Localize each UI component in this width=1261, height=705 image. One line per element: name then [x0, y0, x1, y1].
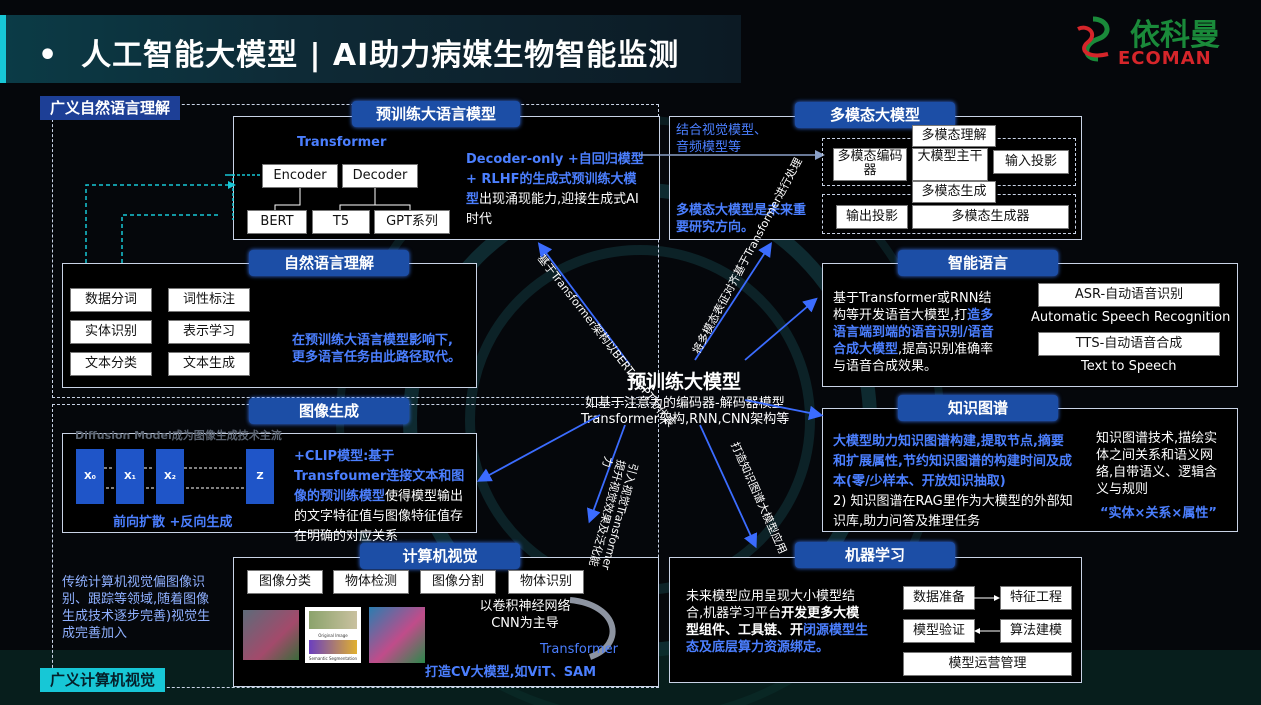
cv-item: 物体识别	[508, 570, 584, 594]
diffusion-label: Diffusion Model成为图像生成技术主流	[75, 429, 282, 442]
segmentation-thumbnail	[243, 610, 299, 660]
ml-desc: 未来模型应用呈现大小模型结合,机器学习平台开发更多大模型组件、工具链、开闭源模型…	[686, 589, 869, 655]
header-bar	[0, 15, 741, 83]
ecoman-logo-icon	[1077, 16, 1110, 62]
cv-item: 物体检测	[333, 570, 409, 594]
cv-transformer-label: Transformer	[540, 642, 619, 657]
cv-left-note: 传统计算机视觉偏图像识别、跟踪等领域,随着图像生成技术逐步完善)视觉生成完善加入	[62, 575, 211, 641]
nlu-to-pretrain-arrow	[85, 181, 236, 263]
nlu-title: 自然语言理解	[249, 250, 409, 276]
detection-thumbnail	[369, 607, 425, 663]
diffusion-node: Z	[246, 449, 274, 504]
encoder-box: Encoder	[262, 164, 338, 188]
mm-generator-box: 多模态生成器	[912, 205, 1069, 229]
cv-item: 图像分割	[420, 570, 496, 594]
t5-box: T5	[312, 210, 370, 234]
mm-encoder-box: 多模态编码器	[833, 148, 907, 181]
semantic-seg-thumbnail: Original Image Semantic Segmentation	[305, 607, 361, 663]
cv-curve-arrow	[569, 597, 616, 660]
cnn-note: 以卷积神经网络CNN为主导	[479, 599, 571, 631]
nlu-item: 表示学习	[168, 320, 250, 344]
diffusion-caption: 前向扩散 +反向生成	[113, 515, 233, 530]
multimodal-title: 多模态大模型	[795, 102, 955, 128]
kg-desc: 大模型助力知识图谱构建,提取节点,摘要和扩展属性,节约知识图谱的构建时间及成本(…	[833, 434, 1073, 529]
asr-box: ASR-自动语音识别	[1038, 283, 1220, 307]
logo-chinese: 依科曼	[1130, 18, 1220, 53]
gpt-box: GPT系列	[374, 210, 450, 234]
center-line2: Transformer架构,RNN,CNN架构等	[581, 412, 790, 427]
multimodal-input-arrow	[640, 150, 825, 160]
diffusion-node: X₀	[76, 449, 104, 504]
center-title: 预训练大模型	[627, 371, 742, 393]
kg-formula: “实体×关系×属性”	[1100, 506, 1217, 521]
speech-title: 智能语言	[898, 250, 1058, 276]
llm-backbone-box: 大模型主干	[912, 148, 988, 181]
cv-item: 图像分类	[247, 570, 323, 594]
multimodal-input-note: 结合视觉模型、音频模型等	[676, 123, 768, 155]
nlu-item: 词性标注	[168, 288, 250, 312]
tts-box: TTS-自动语音合成	[1038, 332, 1220, 356]
input-projection-box: 输入投影	[993, 150, 1069, 174]
nlu-item: 文本分类	[70, 352, 152, 376]
nlu-desc: 在预训练大语言模型影响下,更多语言任务由此路径取代。	[292, 333, 462, 365]
output-projection-box: 输出投影	[836, 205, 908, 229]
page-title: • 人工智能大模型 | AI助力病媒生物智能监测	[38, 38, 680, 73]
ml-step: 模型验证	[903, 619, 975, 643]
asr-english: Automatic Speech Recognition	[1031, 310, 1231, 325]
ml-step: 模型运营管理	[903, 652, 1072, 676]
multimodal-desc: 多模态大模型是未来重要研究方向。	[676, 203, 807, 235]
ml-flow-arrows	[974, 595, 1000, 634]
understand-label: 多模态理解	[912, 125, 996, 147]
gen-label: 多模态生成	[912, 181, 996, 203]
pretrain-title: 预训练大语言模型	[352, 101, 520, 127]
kg-panel	[822, 408, 1238, 532]
speech-desc: 基于Transformer或RNN结构等开发语音大模型,打造多语言端到端的语音识…	[833, 291, 994, 374]
kg-right-note: 知识图谱技术,描绘实体之间关系和语义网络,自带语义、逻辑含义与规则	[1096, 431, 1218, 497]
decoder-box: Decoder	[342, 164, 418, 188]
thumb-label: Original Image	[318, 633, 348, 638]
cv-title: 计算机视觉	[360, 543, 520, 569]
transformer-label: Transformer	[297, 135, 387, 150]
diffusion-node: X₁	[116, 449, 144, 504]
logo-english: ECOMAN	[1118, 48, 1212, 69]
nlp-region-tag: 广义自然语言理解	[40, 96, 181, 120]
ml-step: 算法建模	[1000, 619, 1072, 643]
imggen-desc: +CLIP模型:基于Transfoumer连接文本和图像的预训练模型使得模型输出…	[294, 449, 465, 544]
kg-title: 知识图谱	[898, 395, 1058, 421]
bert-box: BERT	[247, 210, 307, 234]
pretrain-desc: Decoder-only +自回归模型+ RLHF的生成式预训练大模型出现涌现能…	[466, 152, 644, 227]
nlu-item: 文本生成	[168, 352, 250, 376]
nlu-item: 数据分词	[70, 288, 152, 312]
center-line1: 如基于注意力的编码器-解码器模型	[585, 396, 785, 411]
tts-english: Text to Speech	[1081, 359, 1177, 374]
diffusion-node: X₂	[156, 449, 184, 504]
imggen-title: 图像生成	[249, 398, 409, 424]
ml-title: 机器学习	[795, 542, 955, 568]
ml-step: 特征工程	[1000, 586, 1072, 610]
cv-model-note: 打造CV大模型,如ViT、SAM	[425, 665, 597, 680]
thumb-label: Semantic Segmentation	[308, 656, 358, 661]
nlu-item: 实体识别	[70, 320, 152, 344]
diffusion-arrows	[104, 467, 244, 489]
pretrain-connectors	[225, 174, 411, 220]
cv-region-tag: 广义计算机视觉	[40, 668, 166, 692]
